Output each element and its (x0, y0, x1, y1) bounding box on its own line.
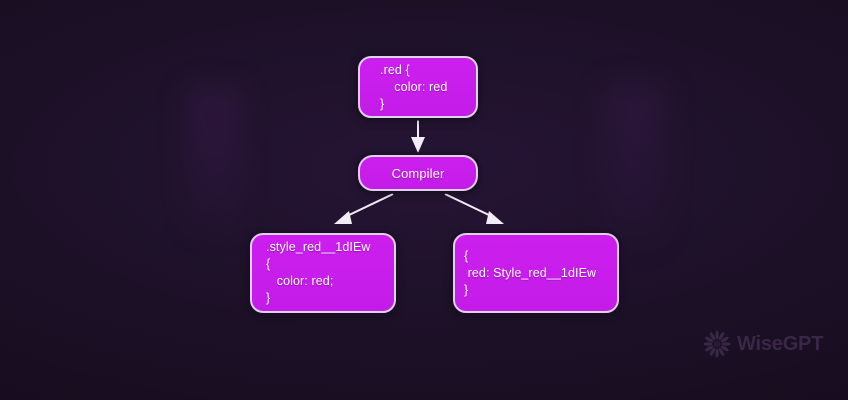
source-css-line-2: color: red (380, 79, 448, 94)
class-mapping-line-1: { (464, 248, 469, 263)
sunburst-icon (703, 330, 731, 358)
wisegpt-logo: WiseGPT (703, 330, 823, 358)
arrow-compiler-to-css (334, 193, 394, 224)
arrow-compiler-to-map (444, 193, 504, 224)
source-css-line-3: } (380, 96, 385, 111)
background-glow-left (186, 86, 242, 242)
background-glow-right (604, 84, 666, 256)
compiled-css-line-4: } (266, 291, 271, 305)
compiled-css-node: .style_red__1dIEw { color: red; } (250, 233, 396, 313)
compiled-css-line-3: color: red; (266, 274, 334, 288)
class-mapping-line-2: red: Style_red__1dIEw (464, 265, 597, 280)
compiled-css-line-1: .style_red__1dIEw (266, 240, 371, 254)
compiler-node: Compiler (358, 155, 478, 191)
wisegpt-wordmark: WiseGPT (737, 332, 824, 355)
source-css-line-1: .red { (380, 62, 410, 77)
source-css-node: .red { color: red } (358, 56, 478, 118)
class-mapping-node: { red: Style_red__1dIEw } (453, 233, 619, 313)
compiled-css-line-2: { (266, 257, 271, 271)
class-mapping-line-3: } (464, 282, 469, 297)
arrow-source-to-compiler (411, 120, 425, 153)
compiler-label: Compiler (391, 165, 445, 181)
